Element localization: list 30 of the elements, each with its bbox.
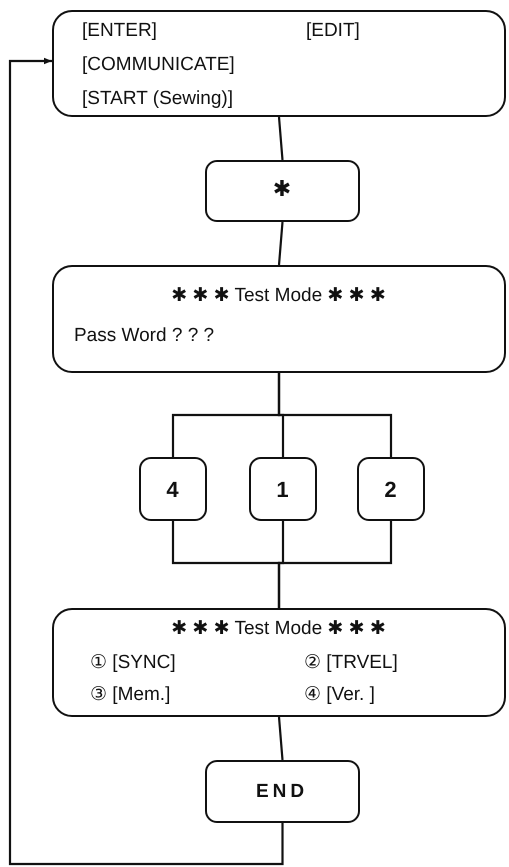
- screen-text: [ENTER]: [82, 20, 157, 42]
- screen-text: ④ [Ver. ]: [304, 684, 375, 706]
- screen-text: [EDIT]: [306, 20, 360, 42]
- screen-text: Pass Word ? ? ?: [74, 325, 214, 347]
- key-label: 1: [275, 479, 290, 501]
- process-box: [205, 760, 360, 823]
- screen-text: ③ [Mem.]: [90, 684, 170, 706]
- connector-line: [278, 373, 392, 457]
- connector-line: [278, 716, 284, 760]
- key-label: END: [254, 781, 310, 803]
- screen-text: ② [TRVEL]: [304, 652, 398, 674]
- key-label: 2: [383, 479, 398, 501]
- arrow: [8, 58, 284, 866]
- key-box: [139, 457, 207, 521]
- connector-line: [278, 222, 284, 266]
- connector-line: [278, 116, 284, 160]
- screen-text: [START (Sewing)]: [82, 88, 233, 110]
- screen-text: ① [SYNC]: [90, 652, 176, 674]
- screen-box: [52, 265, 506, 373]
- key-box: [357, 457, 425, 521]
- screen-title: ✱ ✱ ✱ Test Mode ✱ ✱ ✱: [170, 618, 387, 640]
- screen-box: [52, 608, 506, 717]
- screen-title: ✱ ✱ ✱ Test Mode ✱ ✱ ✱: [170, 285, 387, 307]
- key-label: ✱: [272, 178, 292, 200]
- key-box: [205, 160, 360, 222]
- key-label: 4: [165, 479, 180, 501]
- screen-box: [52, 10, 506, 117]
- connector-line: [278, 521, 392, 608]
- key-box: [249, 457, 317, 521]
- screen-text: [COMMUNICATE]: [82, 54, 235, 76]
